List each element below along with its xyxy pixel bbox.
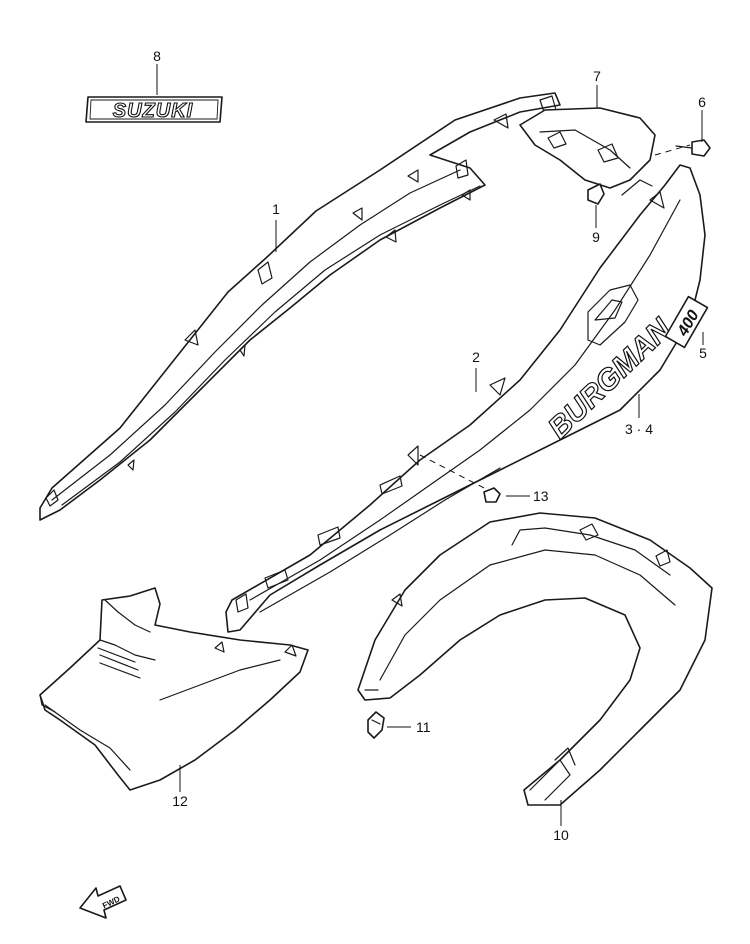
part-10-rear-lower-cover xyxy=(357,512,713,806)
callout-9: 9 xyxy=(592,229,600,245)
part-9-clip xyxy=(587,183,605,205)
callout-7: 7 xyxy=(593,68,601,84)
suzuki-emblem-text: SUZUKI xyxy=(113,100,193,122)
callout-11: 11 xyxy=(416,719,431,735)
callout-12: 12 xyxy=(172,793,188,809)
part-8-suzuki-emblem: SUZUKI xyxy=(85,96,223,123)
callout-3-4: 3 · 4 xyxy=(625,421,653,437)
callout-labels: 8 7 6 9 1 2 5 3 · 4 13 11 12 10 xyxy=(153,48,707,843)
callout-10: 10 xyxy=(553,827,569,843)
fwd-arrow-icon: FWD xyxy=(79,885,127,919)
callout-2: 2 xyxy=(472,349,480,365)
callout-13: 13 xyxy=(533,488,549,504)
callout-1: 1 xyxy=(272,201,280,217)
part-1-frame-cover xyxy=(39,92,561,521)
part-7-rear-piece xyxy=(519,107,656,189)
part-11-clip xyxy=(367,711,385,739)
part-2-side-cover xyxy=(225,164,706,633)
part-13-screw xyxy=(483,487,501,503)
callout-8: 8 xyxy=(153,48,161,64)
callout-6: 6 xyxy=(698,94,706,110)
part-12-lower-front-cover xyxy=(39,587,309,791)
callout-5: 5 xyxy=(699,345,707,361)
leader-lines xyxy=(156,64,704,826)
